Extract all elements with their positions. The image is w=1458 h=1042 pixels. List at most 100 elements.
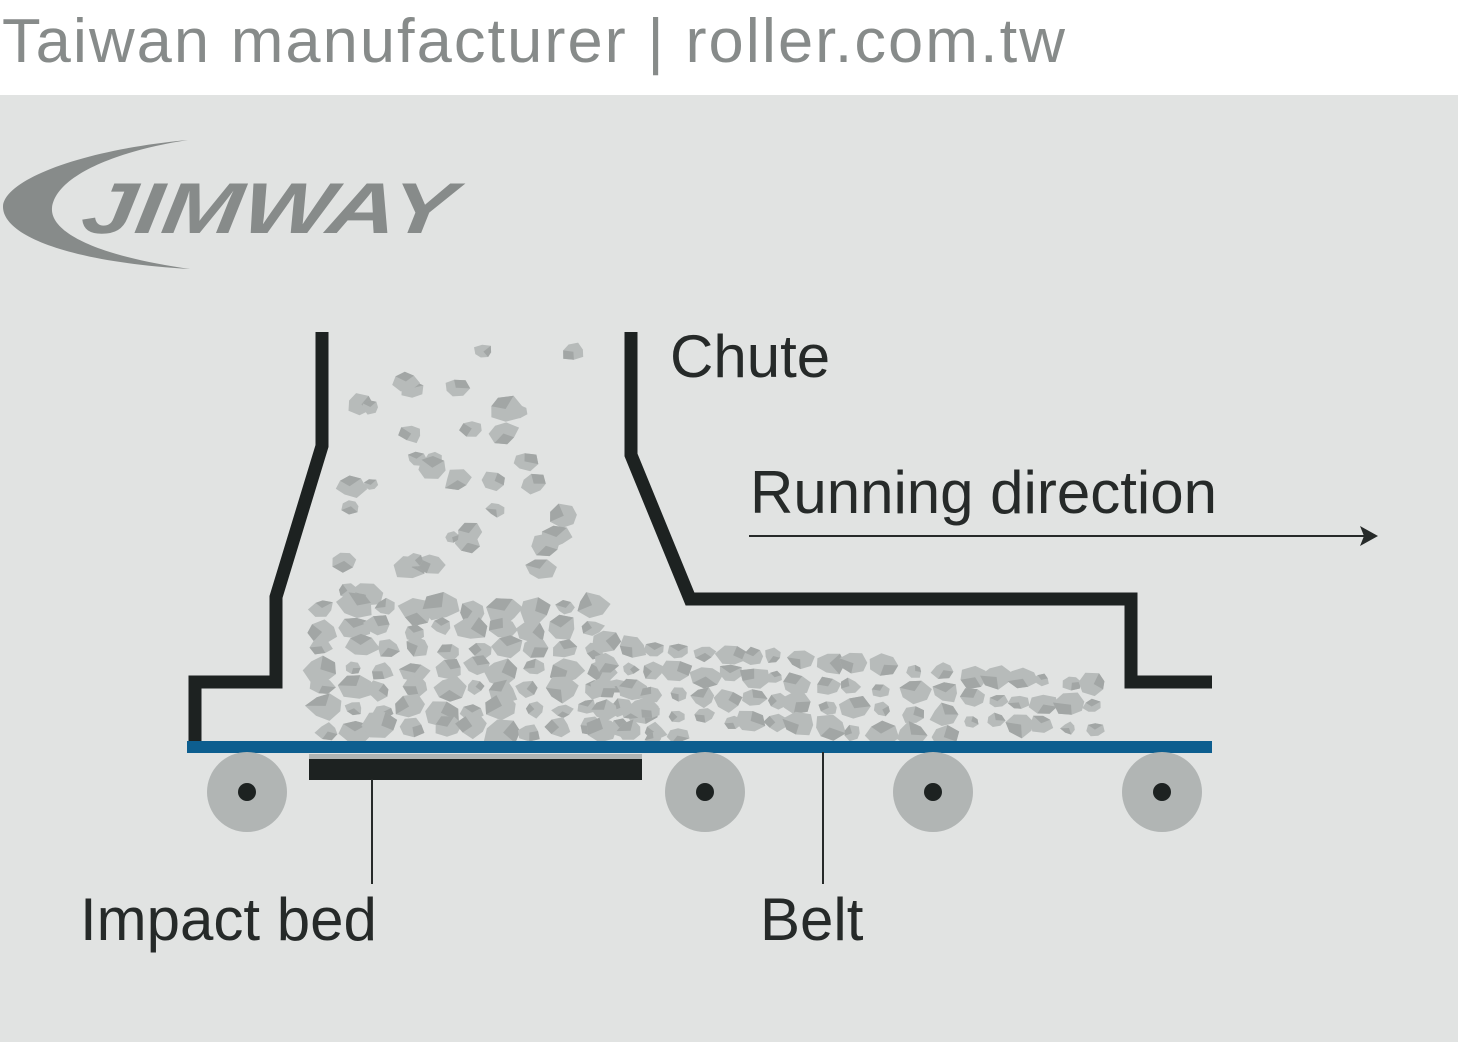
rock-facet [488, 617, 503, 631]
belt-label: Belt [760, 886, 864, 953]
roller-axle [696, 783, 714, 801]
rock-facet [550, 503, 564, 522]
rock-facet [531, 473, 546, 484]
rock-facet [378, 683, 389, 697]
rock-material [302, 342, 1105, 749]
rock-facet [616, 719, 634, 732]
rock-facet [994, 712, 1006, 721]
rock-facet [318, 685, 336, 694]
rock-facet [315, 600, 333, 608]
rock-facet [672, 735, 690, 743]
rock-facet [347, 708, 361, 716]
rock-facet [435, 716, 455, 727]
rock-facet [694, 714, 706, 723]
rock-facet [932, 682, 956, 693]
rock-facet [724, 722, 736, 729]
header-title: Taiwan manufacturer | roller.com.tw [2, 7, 1067, 76]
rock-facet [750, 711, 766, 726]
rock-facet [1037, 673, 1048, 680]
impact-bed-shadow [309, 754, 642, 760]
rock-facet [486, 598, 513, 611]
rock-facet [351, 667, 361, 674]
rock-facet [488, 679, 507, 692]
running-direction-label: Running direction [750, 459, 1217, 526]
belt [187, 741, 1212, 753]
rock-facet [402, 686, 420, 697]
rock-facet [1071, 681, 1082, 691]
rock-facet [459, 423, 472, 437]
rock-facet [882, 706, 890, 717]
rock-facet [941, 702, 959, 715]
rock-facet [503, 720, 521, 744]
rock-facet [818, 701, 829, 712]
rock-facet [557, 711, 570, 718]
rock-facet [452, 535, 459, 543]
rock-facet [1005, 722, 1022, 739]
rock-facet [844, 724, 852, 736]
rock-facet [455, 716, 473, 733]
rock-facet [494, 433, 515, 445]
rock-facet [344, 617, 371, 628]
rock-facet [373, 615, 390, 627]
rock-facet [908, 721, 928, 736]
rock-facet [463, 704, 481, 713]
rock-facet [341, 506, 358, 515]
rock-facet [1088, 723, 1103, 730]
roller-axle [924, 783, 942, 801]
rock-facet [395, 371, 414, 382]
rock-facet [559, 639, 578, 650]
rock-facet [499, 635, 523, 647]
rock-facet [871, 720, 896, 734]
jimway-logo: JIMWAY [2, 140, 468, 269]
rock-facet [412, 724, 425, 738]
rock-facet [670, 692, 679, 702]
rock-facet [414, 555, 423, 567]
rock-facet [536, 545, 558, 557]
rock-facet [728, 692, 743, 706]
rock-facet [343, 721, 368, 732]
rock-facet [623, 713, 639, 719]
rock-facet [640, 686, 652, 696]
rock-facet [532, 622, 545, 641]
rock-facet [1007, 702, 1022, 709]
rock-facet [871, 684, 884, 691]
rock-facet [599, 663, 619, 673]
header-bar: Taiwan manufacturer | roller.com.tw [0, 0, 1458, 95]
rock-facet [989, 695, 1005, 702]
rock-facet [577, 592, 593, 612]
rock-facet [587, 663, 604, 682]
rock-facet [783, 672, 803, 685]
rock-facet [643, 665, 652, 679]
rock-facet [669, 643, 688, 652]
rock-facet [763, 716, 776, 728]
roller [665, 752, 745, 832]
rock-facet [1033, 715, 1051, 724]
rock-facet [820, 727, 846, 741]
rock-facet [581, 621, 592, 634]
rock-facet [523, 658, 536, 669]
rock-facet [839, 658, 854, 674]
rock-facet [491, 395, 514, 409]
rock-facet [468, 643, 482, 656]
rock-facet [541, 525, 567, 537]
rock-facet [971, 716, 979, 725]
rock-facet [586, 717, 603, 736]
rock-facet [739, 668, 755, 681]
rock-facet [600, 688, 616, 698]
rock-facet [339, 584, 348, 596]
rock-facet [475, 681, 485, 691]
rock-facet [1037, 704, 1057, 714]
rock-facet [525, 703, 535, 714]
rock-facet [399, 663, 422, 673]
rock-facet [530, 647, 549, 658]
rock-facet [959, 688, 978, 698]
rock-facet [849, 696, 871, 709]
rock-facet [364, 479, 377, 485]
rock-facet [395, 695, 410, 715]
rock-facet [421, 456, 445, 468]
rock-facet [549, 614, 574, 628]
rock-facet [348, 592, 371, 606]
rock-facet [501, 658, 518, 679]
rock-facet [719, 664, 742, 674]
